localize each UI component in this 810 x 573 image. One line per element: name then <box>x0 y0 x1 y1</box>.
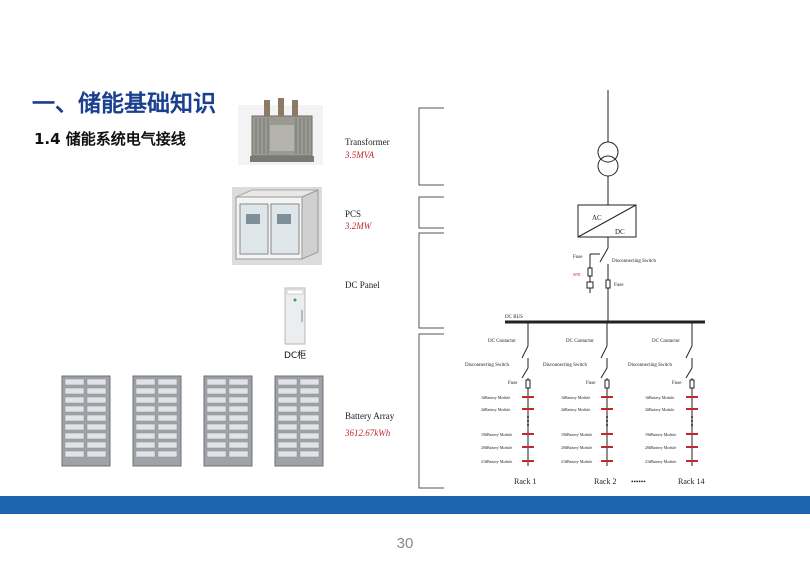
rack2-contactor-label: DC Contactor <box>566 339 594 344</box>
rack14-fuse-label: Fuse <box>672 381 682 386</box>
rack1-module-19: 19#Battery Module <box>481 432 512 437</box>
dc-panel-image <box>284 287 306 345</box>
pcs-rating: 3.2MW <box>345 221 372 231</box>
footer-bar <box>0 496 810 514</box>
rack14-disconnect-label: Disconnecting Switch <box>628 363 673 368</box>
rack14-module-19: 19#Battery Module <box>645 432 676 437</box>
rack2-module-20: 20#Battery Module <box>561 445 592 450</box>
converter-ac-label: AC <box>592 214 602 222</box>
transformer-rating: 3.5MVA <box>345 150 375 160</box>
spd-label: SPD <box>573 272 580 277</box>
battery-array-capacity: 3612.67kWh <box>345 428 391 438</box>
rack2-fuse-label: Fuse <box>586 381 596 386</box>
rack14-contactor-label: DC Contactor <box>652 339 680 344</box>
battery-array-label: Battery Array <box>345 411 395 421</box>
spd-fuse-label: Fuse <box>573 255 583 260</box>
transformer-image <box>238 98 323 165</box>
converter-dc-label: DC <box>615 228 625 236</box>
rack14-module-1: 1#Battery Module <box>645 395 674 400</box>
transformer-label: Transformer <box>345 137 390 147</box>
rack14-module-2: 2#Battery Module <box>645 407 674 412</box>
rack1-disconnect-label: Disconnecting Switch <box>465 363 510 368</box>
rack2-module-21: 21#Battery Module <box>561 459 592 464</box>
rack1-module-20: 20#Battery Module <box>481 445 512 450</box>
pcs-cabinet-image <box>232 187 322 265</box>
rack-1-label: Rack 1 <box>514 477 536 486</box>
rack1-module-21: 21#Battery Module <box>481 459 512 464</box>
rack1-module-1: 1#Battery Module <box>481 395 510 400</box>
dc-bus-label: DC BUS <box>505 315 523 320</box>
section-subtitle: 1.4 储能系统电气接线 <box>34 130 186 148</box>
rack2-module-2: 2#Battery Module <box>561 407 590 412</box>
section-brackets <box>418 107 444 489</box>
rack14-module-20: 20#Battery Module <box>645 445 676 450</box>
pcs-label: PCS <box>345 209 362 219</box>
dc-panel-caption: DC柜 <box>284 351 307 361</box>
dc-panel-label: DC Panel <box>345 280 380 290</box>
page-title: 一、储能基础知识 <box>32 91 216 117</box>
rack1-module-2: 2#Battery Module <box>481 407 510 412</box>
rack1-contactor-label: DC Contactor <box>488 339 516 344</box>
rack2-module-19: 19#Battery Module <box>561 432 592 437</box>
main-fuse-label: Fuse <box>614 283 624 288</box>
rack14-module-21: 21#Battery Module <box>645 459 676 464</box>
rack-ellipsis: •••••• <box>631 478 646 486</box>
rack2-disconnect-label: Disconnecting Switch <box>543 363 588 368</box>
page-number: 30 <box>396 535 414 552</box>
rack2-module-1: 1#Battery Module <box>561 395 590 400</box>
rack-14-label: Rack 14 <box>678 477 704 486</box>
main-disconnect-label: Disconnecting Switch <box>612 259 657 264</box>
rack1-fuse-label: Fuse <box>508 381 518 386</box>
battery-rack-images <box>61 375 324 467</box>
rack-2-label: Rack 2 <box>594 477 616 486</box>
